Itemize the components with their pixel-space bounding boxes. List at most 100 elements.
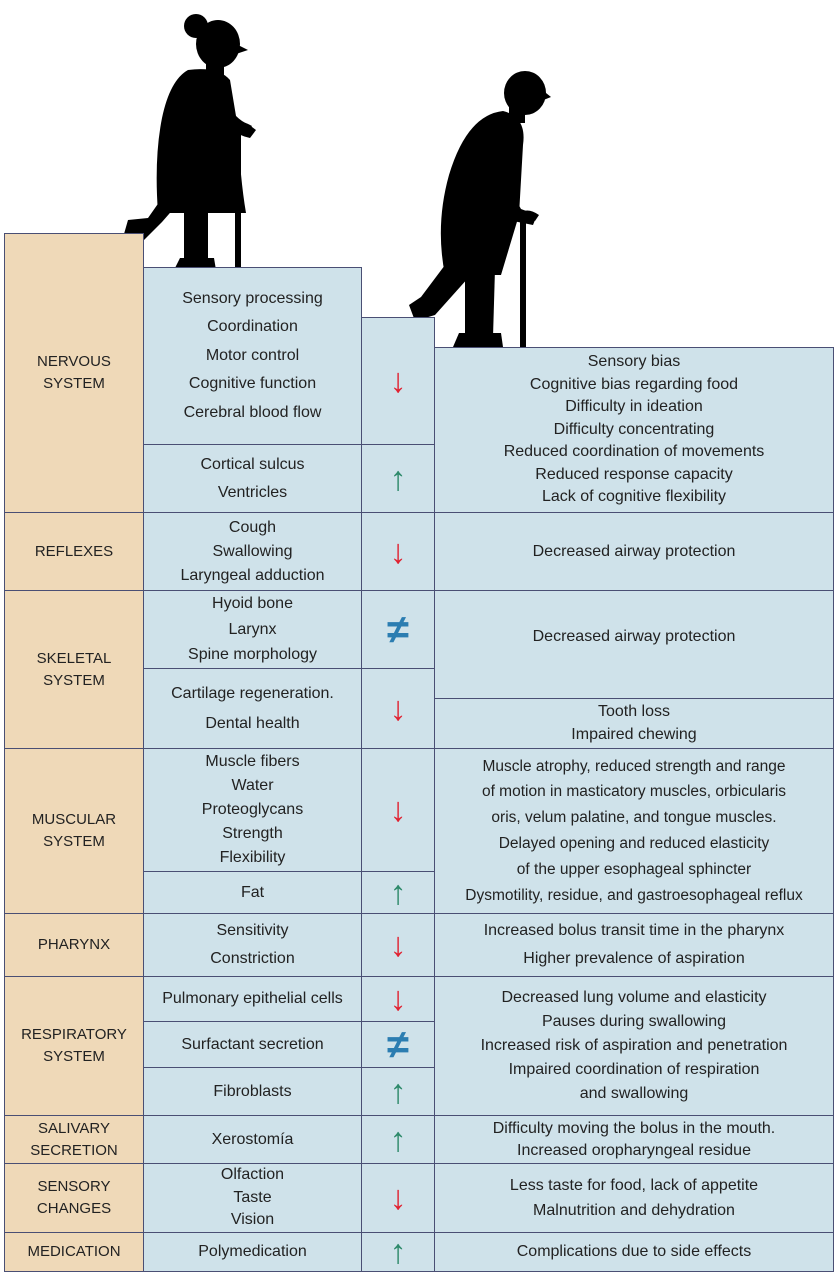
effect-text: Dysmotility, residue, and gastroesophage… [465, 886, 803, 904]
change-cell: ↑ [361, 1067, 435, 1116]
effect-text: Increased risk of aspiration and penetra… [480, 1037, 788, 1054]
effect-text: Decreased airway protection [532, 542, 736, 560]
factor-nervous-decrease: Sensory processing Coordination Motor co… [143, 267, 362, 445]
factor-text: Water [231, 777, 274, 794]
effect-text: Impaired coordination of respiration [508, 1061, 760, 1078]
effect-skeletal-teeth: Tooth loss Impaired chewing [434, 698, 834, 749]
effect-text: Lack of cognitive flexibility [541, 488, 727, 506]
factor-text: Hyoid bone [212, 595, 293, 613]
decrease-arrow-icon: ↓ [389, 362, 407, 400]
factor-respiratory-increase: Fibroblasts [143, 1067, 362, 1116]
factor-pharynx: Sensitivity Constriction [143, 913, 362, 977]
change-cell: ↓ [361, 976, 435, 1022]
factor-text: Fibroblasts [213, 1082, 292, 1100]
effect-text: Difficulty in ideation [565, 398, 703, 416]
system-medication: MEDICATION [4, 1232, 144, 1272]
factor-text: Cough [228, 518, 277, 536]
effect-text: Malnutrition and dehydration [533, 1202, 735, 1219]
decrease-arrow-icon: ↓ [389, 1179, 407, 1217]
effect-text: Less taste for food, lack of appetite [509, 1177, 759, 1194]
factor-text: Fat [240, 883, 265, 901]
factor-respiratory-change: Surfactant secretion [143, 1021, 362, 1068]
change-cell: ↓ [361, 317, 435, 445]
factor-skeletal-change: Hyoid bone Larynx Spine morphology [143, 590, 362, 669]
system-label: SALIVARY [38, 1119, 110, 1137]
effect-text: Complications due to side effects [516, 1243, 752, 1260]
effect-respiratory: Decreased lung volume and elasticity Pau… [434, 976, 834, 1116]
effect-text: Reduced response capacity [535, 465, 733, 483]
factor-nervous-increase: Cortical sulcus Ventricles [143, 444, 362, 513]
increase-arrow-icon: ↑ [389, 1233, 407, 1271]
factor-sensory: Olfaction Taste Vision [143, 1163, 362, 1233]
factor-salivary: Xerostomía [143, 1115, 362, 1164]
factor-reflexes: Cough Swallowing Laryngeal adduction [143, 512, 362, 591]
system-label: SYSTEM [43, 1048, 105, 1065]
decrease-arrow-icon: ↓ [389, 791, 407, 829]
system-label: SECRETION [30, 1141, 118, 1159]
factor-text: Laryngeal adduction [180, 566, 325, 584]
effect-pharynx: Increased bolus transit time in the phar… [434, 913, 834, 977]
system-label: CHANGES [36, 1200, 112, 1217]
factor-text: Coordination [207, 318, 298, 336]
effect-sensory: Less taste for food, lack of appetite Ma… [434, 1163, 834, 1233]
factor-skeletal-decrease: Cartilage regeneration. Dental health [143, 668, 362, 749]
effect-text: Higher prevalence of aspiration [523, 950, 745, 967]
change-cell: ↓ [361, 1163, 435, 1233]
factor-text: Pulmonary epithelial cells [162, 990, 343, 1007]
system-label: SYSTEM [43, 671, 105, 689]
change-cell: ↓ [361, 913, 435, 977]
factor-text: Cognitive function [188, 375, 317, 393]
factor-text: Proteoglycans [201, 801, 304, 818]
elderly-man-with-cane-icon [409, 71, 551, 347]
effect-text: and swallowing [579, 1085, 689, 1102]
effect-text: Impaired chewing [571, 725, 697, 743]
factor-text: Surfactant secretion [181, 1035, 324, 1053]
system-label: SYSTEM [43, 375, 105, 392]
effect-text: Decreased airway protection [532, 628, 736, 645]
change-cell: ≠ [361, 590, 435, 669]
effect-text: Decreased lung volume and elasticity [501, 989, 767, 1006]
factor-respiratory-decrease: Pulmonary epithelial cells [143, 976, 362, 1022]
effect-text: Sensory bias [587, 353, 681, 371]
system-muscular: MUSCULAR SYSTEM [4, 748, 144, 914]
increase-arrow-icon: ↑ [389, 873, 407, 912]
increase-arrow-icon: ↑ [389, 1072, 407, 1111]
decrease-arrow-icon: ↓ [389, 980, 407, 1018]
increase-arrow-icon: ↑ [389, 459, 407, 498]
system-salivary: SALIVARY SECRETION [4, 1115, 144, 1164]
effect-nervous: Sensory bias Cognitive bias regarding fo… [434, 347, 834, 513]
change-cell: ≠ [361, 1021, 435, 1068]
system-skeletal: SKELETAL SYSTEM [4, 590, 144, 749]
effect-text: Increased oropharyngeal residue [517, 1141, 751, 1159]
effect-text: Difficulty moving the bolus in the mouth… [492, 1119, 776, 1137]
factor-text: Ventricles [217, 483, 288, 501]
effect-medication: Complications due to side effects [434, 1232, 834, 1272]
system-label: SKELETAL [36, 649, 112, 667]
factor-text: Dental health [205, 714, 300, 732]
factor-text: Swallowing [212, 542, 293, 560]
system-label: NERVOUS [37, 353, 111, 370]
effect-muscular: Muscle atrophy, reduced strength and ran… [434, 748, 834, 914]
change-cell: ↓ [361, 748, 435, 872]
decrease-arrow-icon: ↓ [389, 926, 407, 964]
factor-medication: Polymedication [143, 1232, 362, 1272]
change-cell: ↑ [361, 1232, 435, 1272]
system-label: MEDICATION [27, 1243, 121, 1260]
elderly-woman-with-cane-icon [124, 14, 256, 270]
effect-text: Tooth loss [597, 703, 671, 720]
change-cell: ↑ [361, 1115, 435, 1164]
factor-text: Strength [222, 825, 283, 842]
effect-text: Increased bolus transit time in the phar… [483, 922, 785, 939]
effect-text: Cognitive bias regarding food [529, 375, 739, 393]
system-label: RESPIRATORY [21, 1026, 127, 1043]
factor-text: Constriction [210, 950, 295, 967]
effect-text: of the upper esophageal sphincter [516, 860, 752, 878]
system-label: MUSCULAR [31, 811, 117, 828]
factor-text: Vision [230, 1211, 275, 1229]
factor-text: Xerostomía [211, 1130, 294, 1148]
factor-text: Muscle fibers [205, 753, 300, 770]
effect-reflexes: Decreased airway protection [434, 512, 834, 591]
factor-muscular-increase: Fat [143, 871, 362, 914]
change-cell: ↓ [361, 668, 435, 749]
system-label: PHARYNX [37, 936, 111, 953]
